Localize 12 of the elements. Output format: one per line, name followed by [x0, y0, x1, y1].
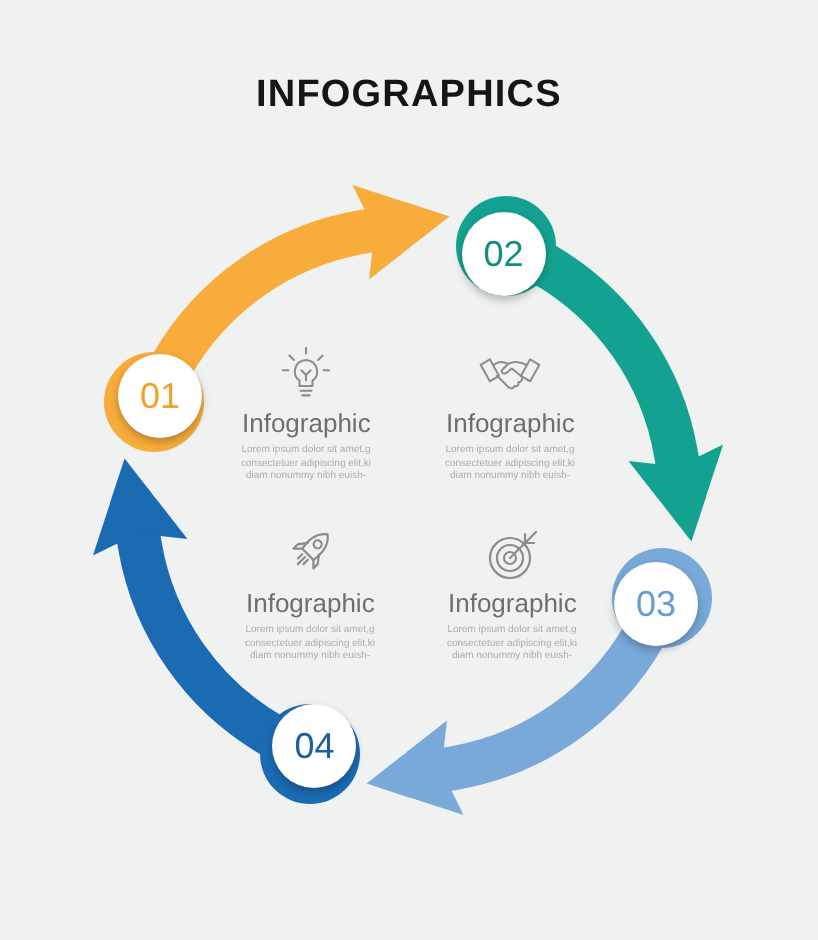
step-ring	[104, 352, 205, 453]
step-number: 01	[140, 376, 181, 417]
block-heading: Infographic	[246, 588, 375, 620]
block-heading: Infographic	[446, 408, 575, 440]
block-heading: Infographic	[242, 408, 371, 440]
step-ring	[455, 196, 556, 297]
block-heading: Infographic	[448, 588, 577, 620]
step-number: 02	[483, 234, 524, 275]
title: INFOGRAPHICS	[256, 74, 562, 118]
step-number: 03	[635, 583, 676, 624]
step-number: 04	[294, 725, 335, 766]
step-ring	[611, 547, 712, 648]
